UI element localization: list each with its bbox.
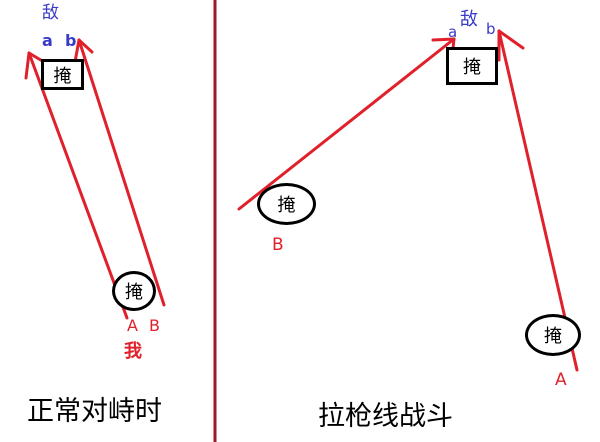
arrow-A-to-a	[24, 51, 129, 320]
cover-A-ellipse: 掩	[525, 314, 581, 356]
self-label: 我	[124, 341, 142, 362]
caption-flank-fight: 拉枪线战斗	[318, 401, 453, 432]
arrow-B-to-b	[73, 38, 166, 307]
caption-normal-standoff: 正常对峙时	[27, 396, 162, 427]
enemy-label: 敌	[460, 9, 478, 30]
arrow-B-to-a	[237, 37, 456, 211]
enemy-cover-box: 掩	[41, 59, 84, 90]
point-A-label: A	[555, 370, 567, 390]
point-b-label: b	[65, 31, 77, 50]
cover-label: 掩	[463, 57, 481, 78]
enemy-cover-box: 掩	[446, 47, 498, 85]
cover-label: 掩	[544, 326, 562, 347]
cover-label: 掩	[125, 282, 143, 303]
cover-label: 掩	[53, 65, 72, 87]
cover-B-ellipse: 掩	[257, 183, 316, 225]
point-B-label: B	[149, 316, 160, 335]
point-a-label: a	[42, 31, 53, 50]
point-a-label: a	[448, 23, 458, 41]
self-cover-ellipse: 掩	[112, 271, 156, 311]
point-A-label: A	[127, 316, 138, 335]
cover-label: 掩	[277, 195, 296, 216]
point-b-label: b	[486, 20, 496, 38]
point-B-label: B	[272, 235, 284, 255]
enemy-label: 敌	[42, 3, 59, 23]
arrow-A-to-b	[497, 29, 579, 372]
